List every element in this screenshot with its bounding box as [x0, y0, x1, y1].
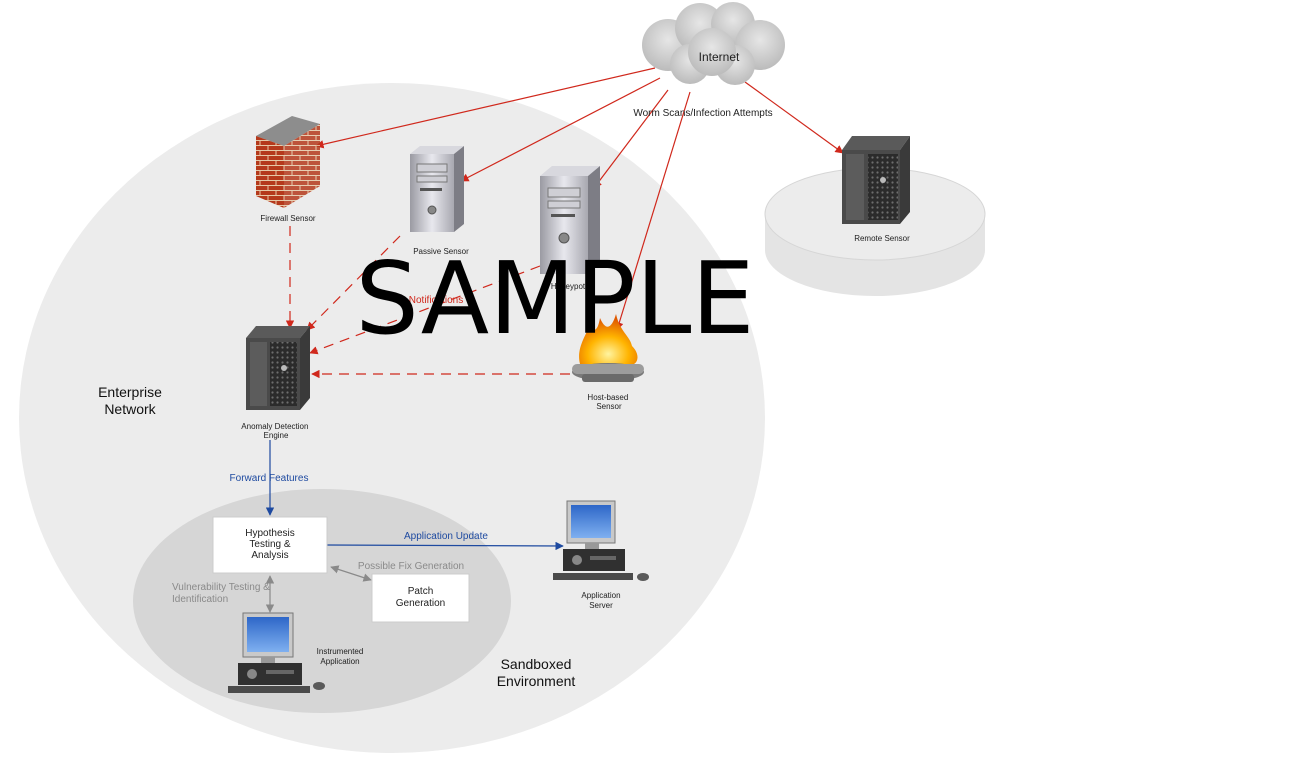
passive-sensor-label: Passive Sensor: [413, 247, 469, 256]
enterprise-text-wrap: Enterprise Network: [98, 384, 162, 417]
firewall-icon: [256, 116, 320, 208]
host-sensor-label-text: Host-based: [587, 393, 628, 402]
patch-text-wrap: Patch Generation: [395, 586, 446, 609]
anomaly-engine-label-text-line2: Engine: [264, 431, 289, 440]
patch-box[interactable]: [371, 573, 470, 623]
forward-features-label: Forward Features: [230, 473, 309, 484]
sample-watermark: SAMPLE: [355, 240, 754, 357]
app-server-text-wrap: Application Server: [581, 591, 621, 610]
internal-arrows: [265, 565, 372, 613]
sandboxed-environment-label: Sandboxed Environment: [496, 656, 576, 689]
application-server-computer-icon: [553, 500, 649, 581]
hypothesis-text-wrap: Hypothesis Testing & Analysis: [245, 528, 295, 561]
patch-text: Patch Generation: [395, 586, 446, 609]
notification-arrows: [285, 226, 570, 379]
possible-fix-label: Possible Fix Generation: [358, 561, 464, 572]
internet-label: Internet: [699, 50, 740, 64]
instrumented-text-wrap: Instrumented Application: [316, 647, 364, 666]
anomaly-engine-label: Anomaly Detection Engine: [241, 422, 310, 440]
enterprise-network-label: Enterprise Network: [98, 384, 162, 417]
host-sensor-label-text-line2: Sensor: [596, 402, 622, 411]
remote-sensor-label: Remote Sensor: [854, 234, 910, 243]
remote-sensor-server-icon: [842, 136, 910, 224]
honeypot-server-icon: [540, 166, 600, 274]
vuln-text-wrap: Vulnerability Testing & Identification: [172, 582, 270, 605]
worm-scans-label: Worm Scans/Infection Attempts: [633, 108, 772, 119]
firewall-sensor-label: Firewall Sensor: [260, 214, 315, 223]
flow-arrows: [265, 440, 564, 551]
attack-arrows: [315, 67, 844, 331]
internet-cloud-icon: [642, 2, 785, 85]
application-server-label: Application Server: [581, 591, 621, 610]
anomaly-engine-server-icon: [246, 326, 310, 410]
hypothesis-text: Hypothesis Testing & Analysis: [245, 528, 295, 561]
instrumented-app-computer-icon: [228, 612, 325, 693]
host-sensor-icon: [572, 314, 644, 382]
anomaly-engine-label-text: Anomaly Detection: [241, 422, 308, 431]
notifications-label: Notifications: [409, 295, 463, 306]
hypothesis-box[interactable]: [212, 516, 328, 574]
vulnerability-testing-label: Vulnerability Testing & Identification: [172, 582, 270, 605]
host-sensor-label: Host-based Sensor: [587, 393, 630, 411]
instrumented-application-label: Instrumented Application: [316, 647, 364, 666]
application-update-label: Application Update: [404, 531, 488, 542]
sandbox-text-wrap: Sandboxed Environment: [496, 656, 576, 689]
passive-sensor-server-icon: [410, 146, 464, 232]
honeypot-label: Honeypot: [551, 282, 586, 291]
